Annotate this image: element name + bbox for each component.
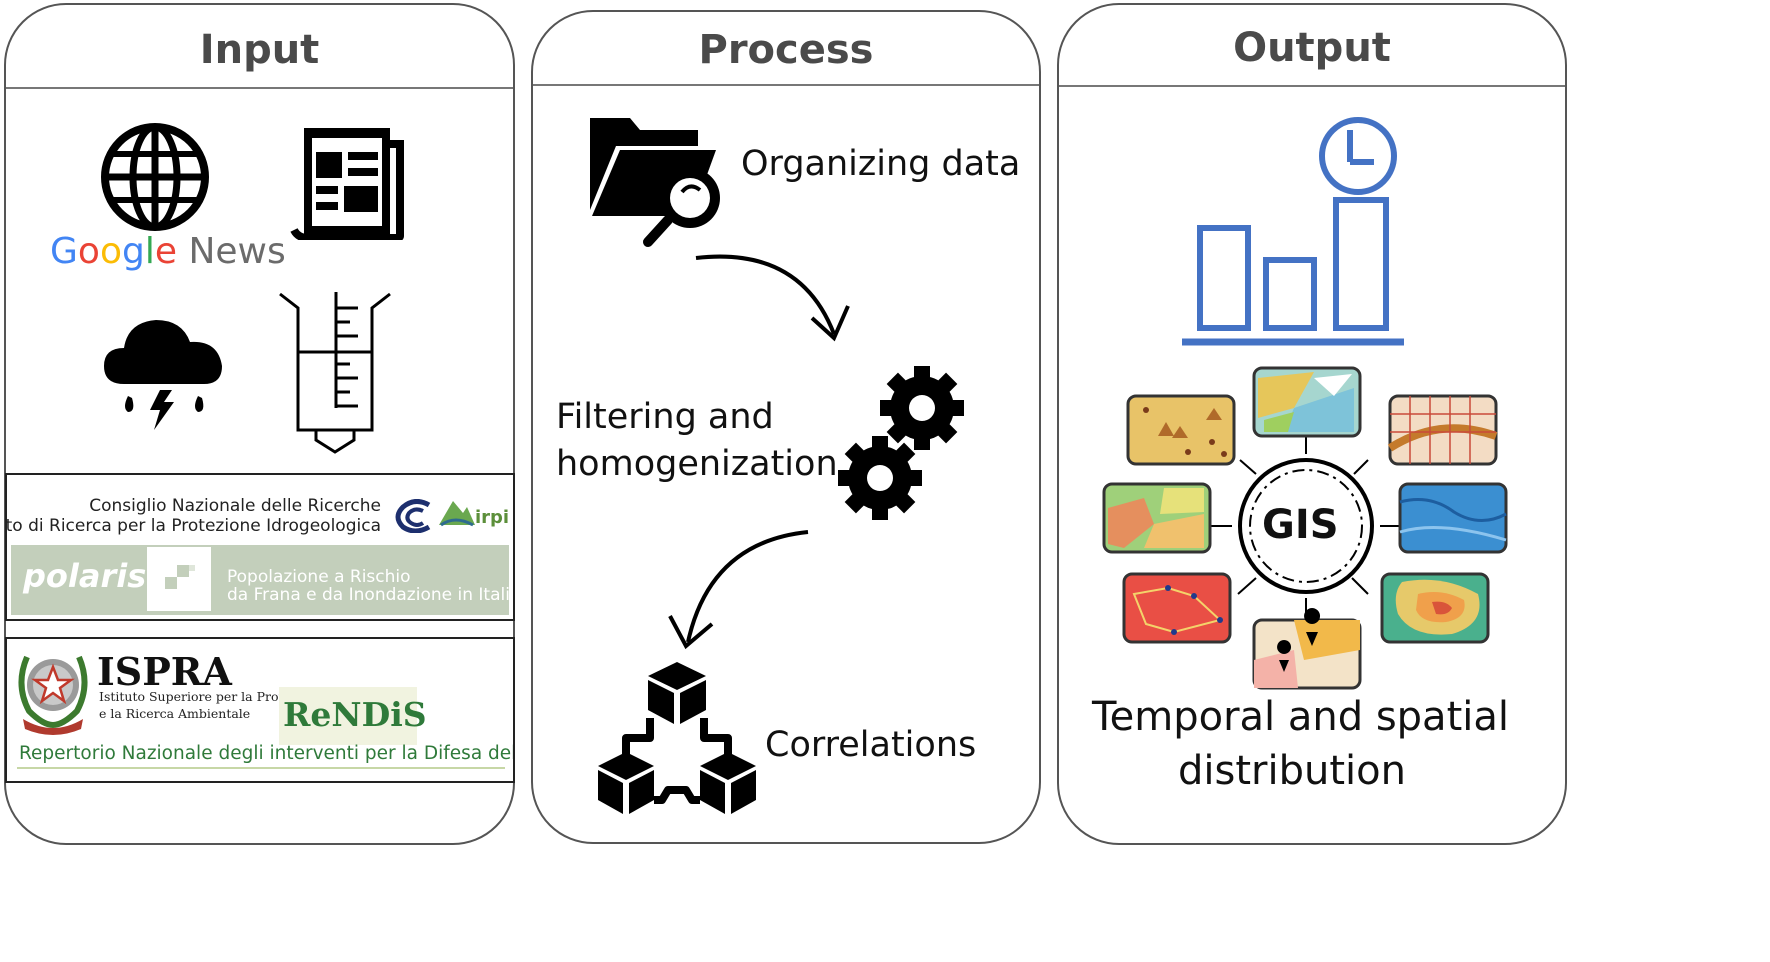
map-tile	[1387, 394, 1498, 466]
irpi-logo	[439, 501, 475, 527]
output-label-line1: Temporal and spatial	[1092, 694, 1509, 740]
map-tile	[1398, 482, 1508, 554]
google-letter: l	[144, 231, 155, 272]
globe-icon	[101, 123, 209, 231]
polaris-name: polaris	[23, 557, 147, 595]
step-filtering-line2: homogenization	[556, 444, 838, 485]
gis-label: GIS	[1262, 502, 1339, 548]
cnr-line2: Istituto di Ricerca per la Protezione Id…	[5, 515, 381, 536]
google-letter: g	[121, 231, 145, 272]
arrow-icon	[668, 530, 809, 650]
cnr-polaris-logo-box: Consiglio Nazionale delle Ricerche Istit…	[5, 473, 515, 621]
process-panel-divider	[533, 84, 1039, 86]
polaris-line1: Popolazione a Rischio	[227, 567, 411, 587]
ispra-emblem	[18, 655, 88, 735]
map-tile	[1380, 572, 1490, 644]
google-letter: e	[154, 231, 177, 272]
process-panel-title: Process	[698, 27, 874, 73]
output-panel-divider	[1059, 85, 1565, 87]
map-tile	[1126, 394, 1236, 466]
irpi-label: irpi	[475, 507, 510, 528]
map-tile	[1102, 482, 1212, 554]
polaris-subtitle: Popolazione a Rischio da Frana e da Inon…	[227, 567, 515, 605]
cnr-logo	[395, 499, 431, 533]
map-tile	[1252, 366, 1362, 438]
folder-search-icon	[590, 118, 720, 247]
arrow-icon	[695, 254, 850, 342]
polaris-line2: da Frana e da Inondazione in Italia	[227, 584, 515, 605]
map-tile	[1252, 608, 1362, 690]
ispra-line1: Istituto Superiore per la Protezione	[99, 689, 325, 704]
cnr-line1: Consiglio Nazionale delle Ricerche	[89, 496, 381, 516]
clock-icon	[1319, 117, 1397, 195]
google-letter: o	[77, 231, 100, 272]
input-panel-title: Input	[199, 27, 320, 73]
gis-hub-icon	[1102, 366, 1508, 690]
rain-gauge-icon	[279, 292, 391, 454]
ispra-name: ISPRA	[97, 649, 232, 694]
step-organizing-data: Organizing data	[741, 144, 1021, 184]
bar-chart-icon	[1182, 197, 1404, 346]
news-word: News	[188, 231, 286, 272]
ispra-rendis-logo-box: ISPRA Istituto Superiore per la Protezio…	[5, 637, 515, 783]
ispra-subtitle: Istituto Superiore per la Protezione e l…	[99, 689, 325, 723]
output-label: Temporal and spatial distribution	[1092, 690, 1509, 798]
output-label-line2: distribution	[1178, 748, 1406, 794]
cnr-name: Consiglio Nazionale delle Ricerche Istit…	[5, 496, 381, 536]
rendis-logo: ReNDiS	[283, 695, 427, 734]
rendis-logo-bg	[279, 687, 417, 745]
process-panel: Process	[531, 10, 1041, 844]
polaris-logo	[147, 547, 211, 611]
storm-cloud-icon	[104, 320, 222, 430]
google-news-logo: Google News	[50, 231, 286, 272]
step-filtering: Filtering and homogenization	[556, 394, 838, 489]
cubes-network-icon	[598, 662, 756, 814]
ispra-line2: e la Ricerca Ambientale	[99, 705, 251, 721]
map-tile	[1122, 572, 1232, 644]
step-filtering-line1: Filtering and	[556, 397, 774, 437]
google-letter: o	[99, 231, 122, 272]
input-panel-divider	[6, 87, 513, 89]
repertorio-underline	[17, 767, 505, 769]
newspaper-icon	[290, 128, 404, 240]
step-correlations: Correlations	[765, 725, 977, 765]
repertorio-text: Repertorio Nazionale degli interventi pe…	[19, 743, 515, 764]
output-panel-title: Output	[1233, 25, 1391, 71]
google-letter: G	[50, 231, 78, 272]
gears-icon	[838, 366, 964, 520]
polaris-band: polaris Popolazione a Rischio da Frana e…	[11, 545, 513, 615]
